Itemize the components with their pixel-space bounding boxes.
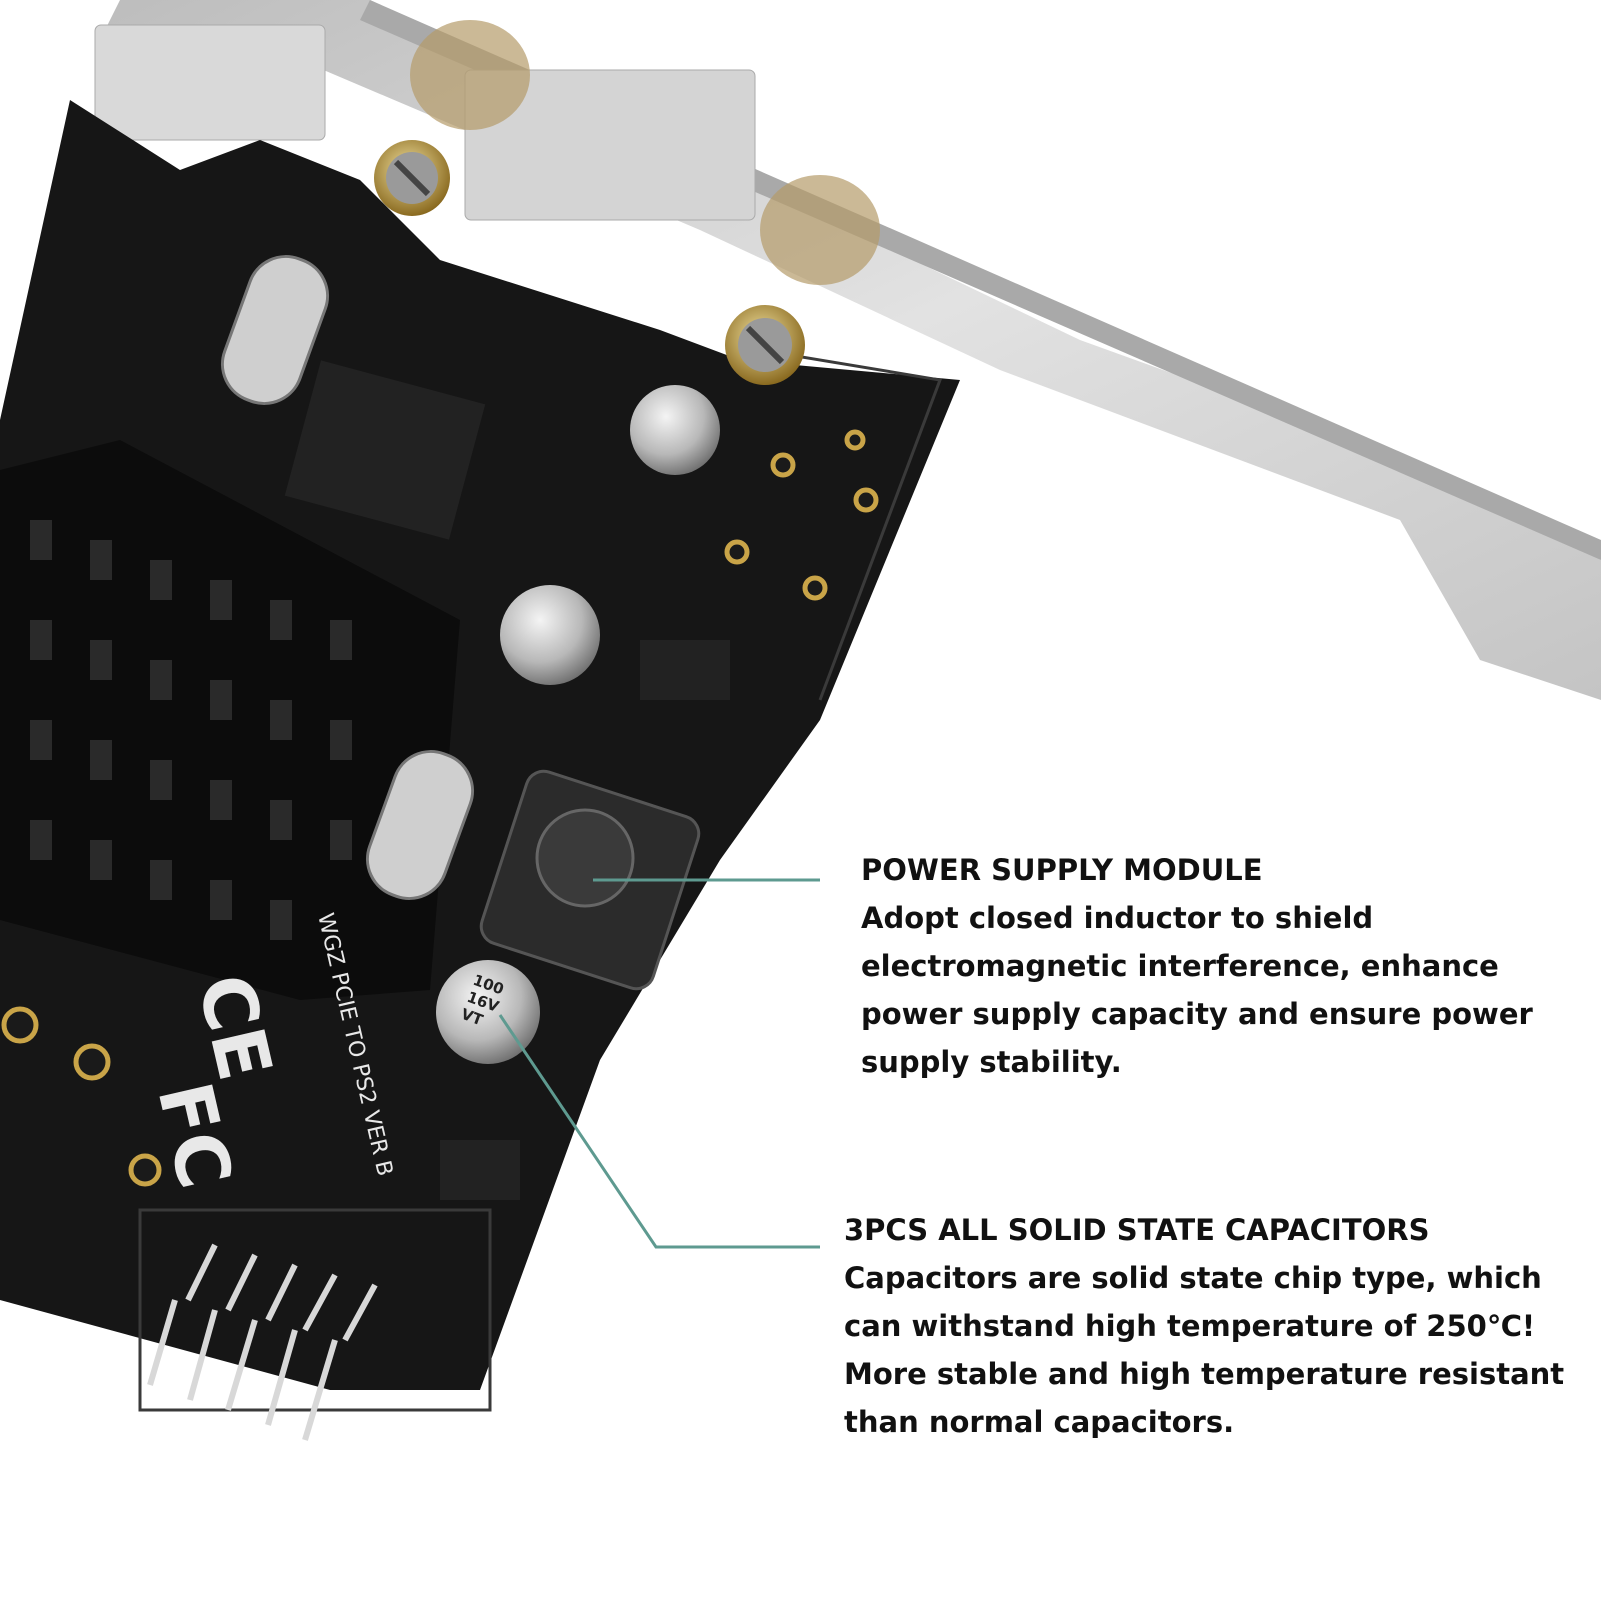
- callout-power-body: Adopt closed inductor to shield electrom…: [861, 901, 1533, 1079]
- metal-bracket: [94, 0, 1601, 700]
- heatsink: [0, 440, 460, 1000]
- pin-header: [147, 1243, 378, 1441]
- callout-capacitors-title: 3PCS ALL SOLID STATE CAPACITORS: [844, 1213, 1430, 1247]
- bracket-screws: [374, 140, 805, 385]
- solder-pads: [1, 429, 879, 1187]
- leader-lines: [498, 878, 820, 1249]
- callout-power-supply: POWER SUPPLY MODULE Adopt closed inducto…: [861, 846, 1561, 1086]
- callout-capacitors: 3PCS ALL SOLID STATE CAPACITORS Capacito…: [844, 1206, 1584, 1446]
- callout-power-title: POWER SUPPLY MODULE: [861, 853, 1263, 887]
- solid-capacitors: [436, 385, 720, 1064]
- crystal-oscillators: [220, 255, 475, 900]
- ic-chips: [284, 360, 730, 1200]
- callout-capacitors-body: Capacitors are solid state chip type, wh…: [844, 1261, 1565, 1439]
- inductor: [479, 769, 701, 991]
